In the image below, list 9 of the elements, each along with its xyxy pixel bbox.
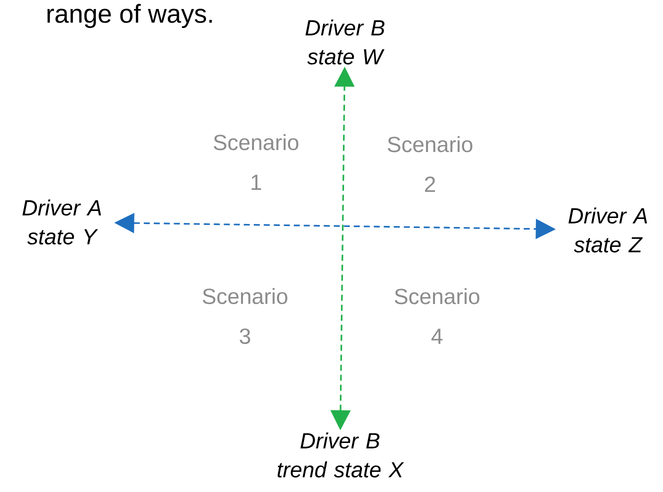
scenario-label: Scenario 1 — [214, 134, 298, 190]
scenario-label: Scenario 4 — [394, 288, 480, 344]
caption-text: range of ways. — [48, 4, 212, 28]
scenario-label: Scenario 2 — [388, 136, 472, 192]
driver-label: Driver A state Z — [568, 208, 647, 252]
driver-label: Driver B trend state X — [278, 432, 404, 478]
driver-label: Driver A state Y — [22, 200, 101, 244]
driver-label: Driver B state W — [306, 20, 384, 64]
scenario-label: Scenario 3 — [202, 288, 288, 344]
